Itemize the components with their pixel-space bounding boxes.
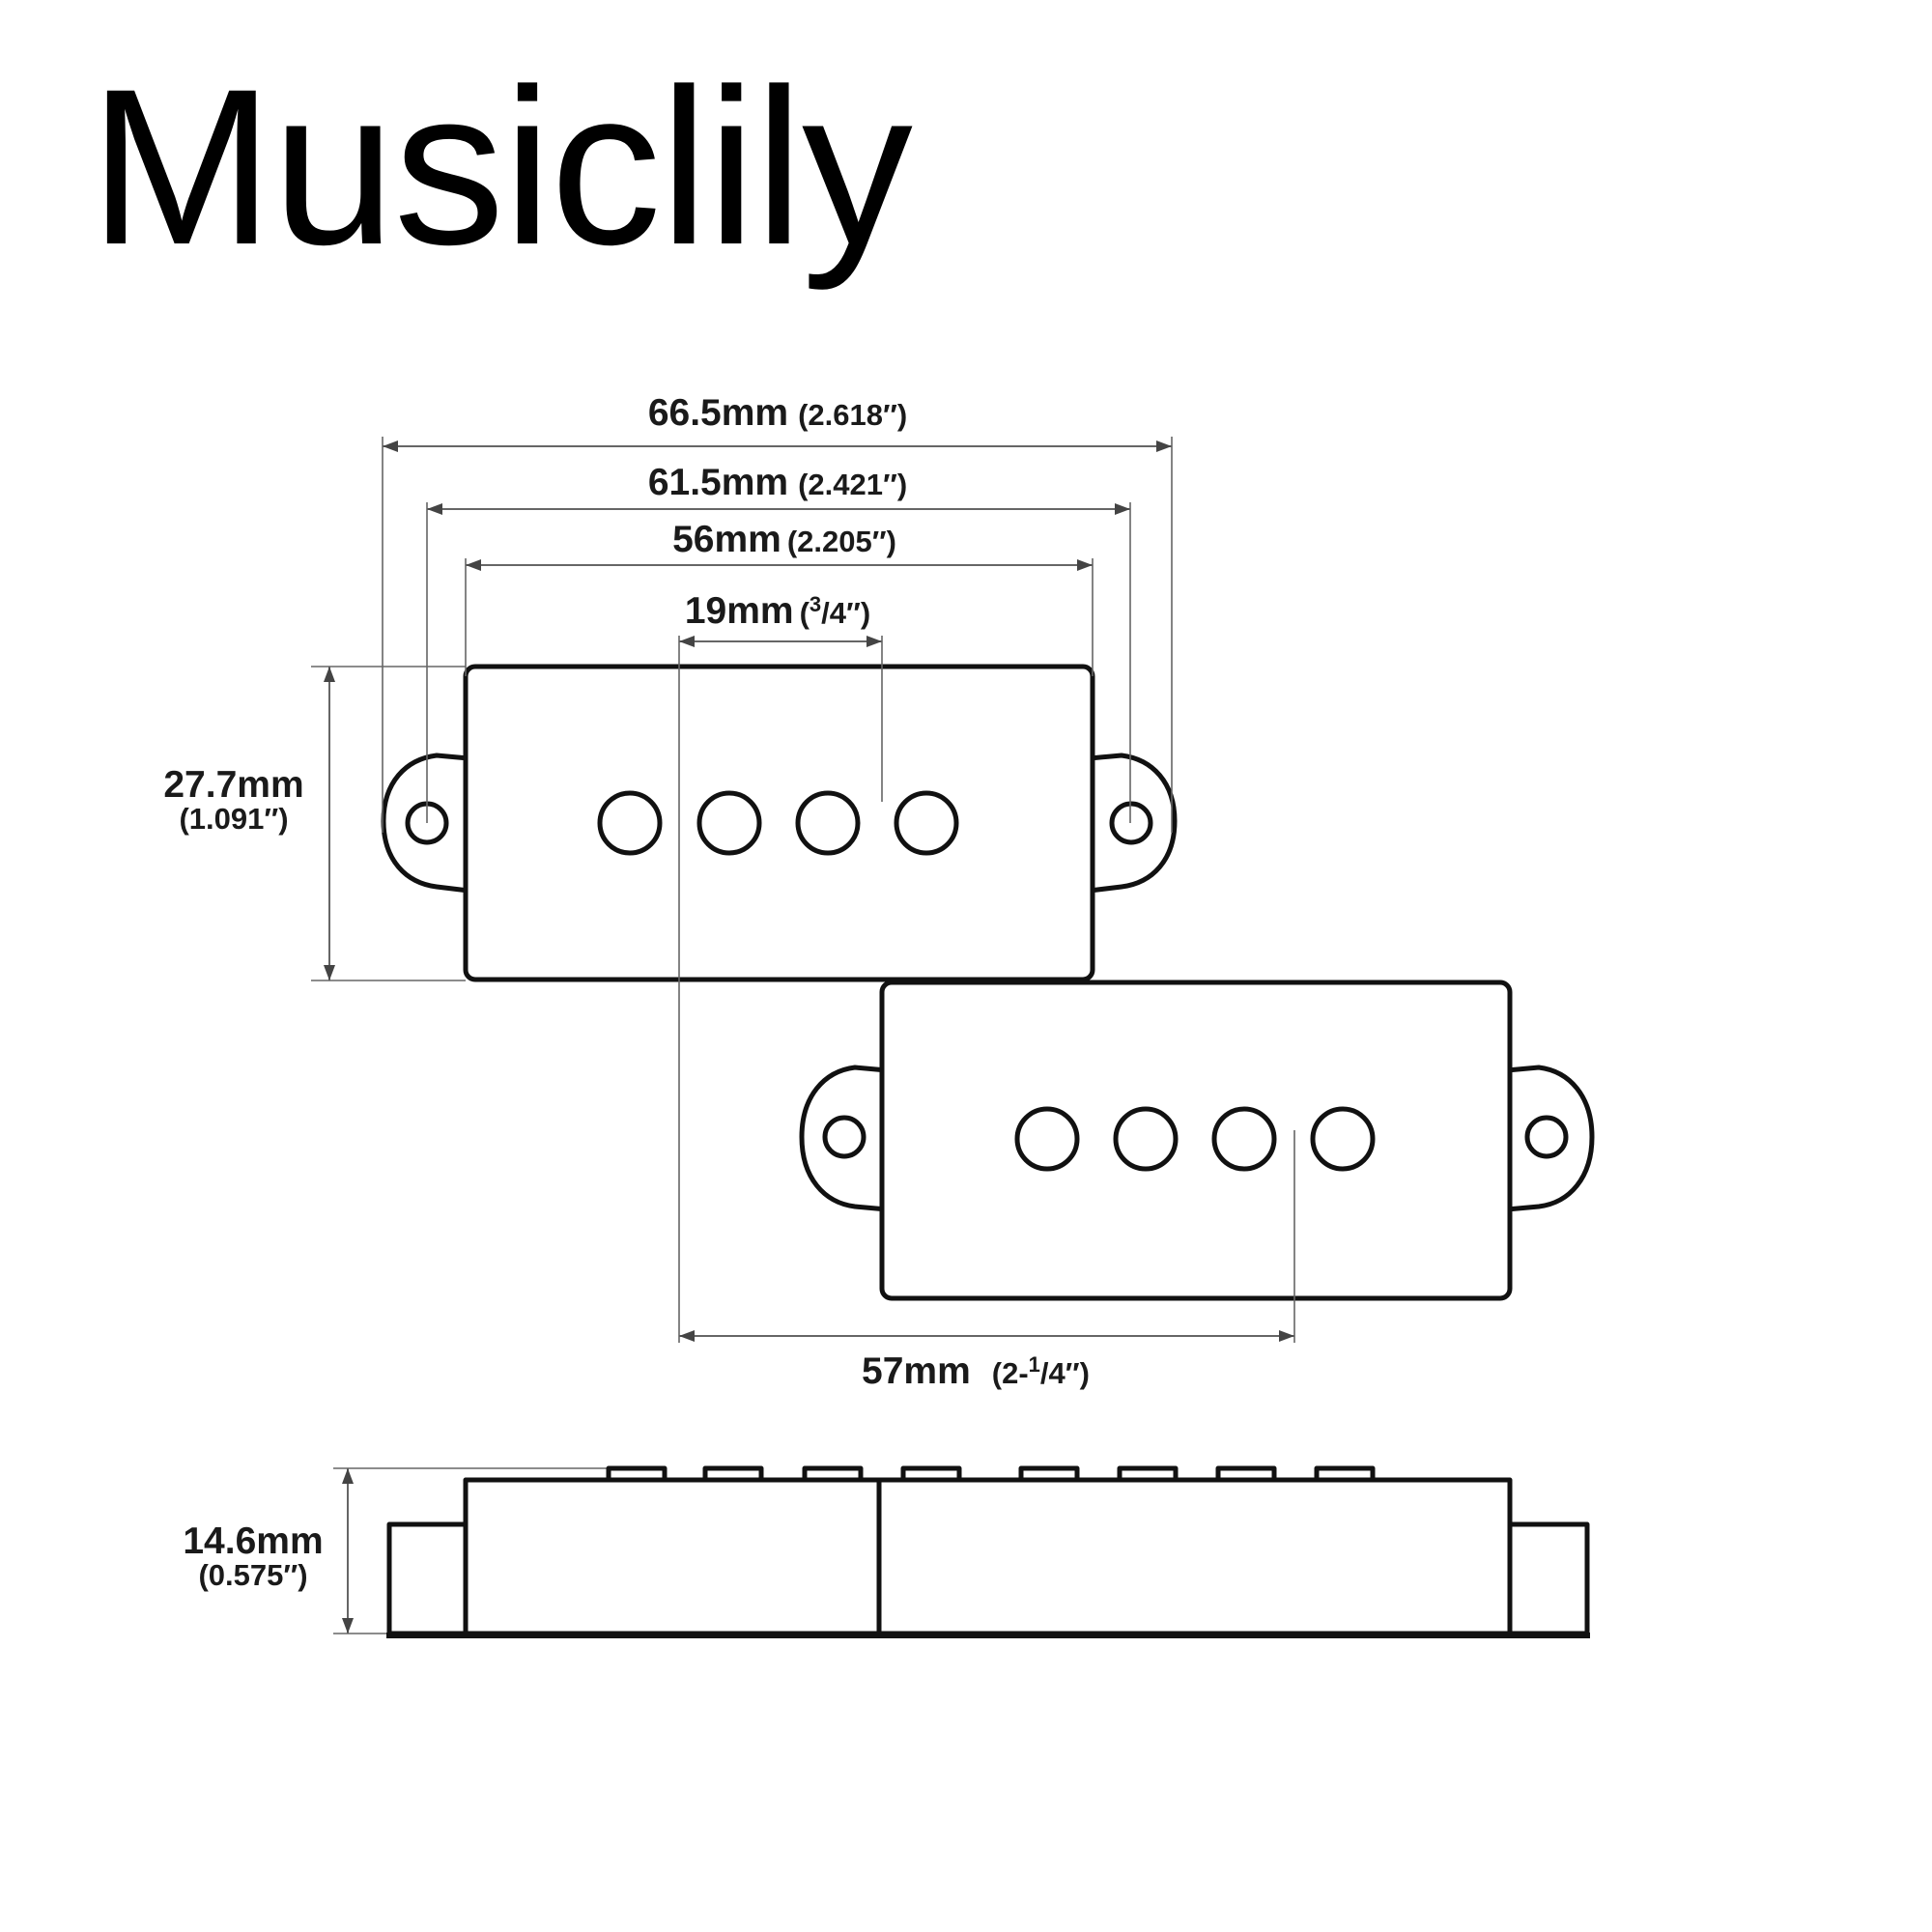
dim-label-width-imperial: (1.091″) [179, 802, 288, 836]
dim-label-height-imperial: (0.575″) [198, 1558, 307, 1592]
pickup-cover-lower [879, 980, 1513, 1301]
mounting-hole-left [822, 1115, 867, 1159]
pole-piece [894, 790, 959, 856]
dim-label-width-metric: 27.7mm [163, 764, 303, 806]
dim-label-hole-spacing: 61.5mm(2.421″) [648, 462, 907, 503]
mounting-hole-right [1524, 1115, 1569, 1159]
pole-piece [1113, 1106, 1179, 1172]
dim-label-pole-spacing: 19mm(3/4″) [685, 590, 870, 632]
pickup-upper-half [381, 664, 1178, 982]
dim-label-height-metric: 14.6mm [183, 1520, 323, 1562]
dimension-lines [324, 440, 1294, 1634]
dim-label-offset: 57mm(2-1/4″) [862, 1350, 1090, 1392]
pole-piece [795, 790, 861, 856]
side-cover-upper [463, 1477, 885, 1636]
dim-label-overall-length: 66.5mm(2.618″) [648, 392, 907, 434]
side-ear-left [386, 1521, 469, 1636]
brand-logo: Musiclily [89, 43, 913, 291]
pole-piece [1211, 1106, 1277, 1172]
pole-piece [696, 790, 762, 856]
pickup-side-view [386, 1465, 1590, 1638]
extension-lines [311, 437, 1295, 1634]
pickup-lower-half [799, 980, 1595, 1301]
pole-piece [597, 790, 663, 856]
pickup-cover-upper [463, 664, 1095, 982]
pole-piece [1310, 1106, 1376, 1172]
side-cover-lower [876, 1477, 1513, 1636]
side-ear-right [1507, 1521, 1590, 1636]
mounting-hole-right [1109, 801, 1153, 845]
dim-label-cover-length: 56mm(2.205″) [672, 519, 896, 560]
pole-piece [1014, 1106, 1080, 1172]
